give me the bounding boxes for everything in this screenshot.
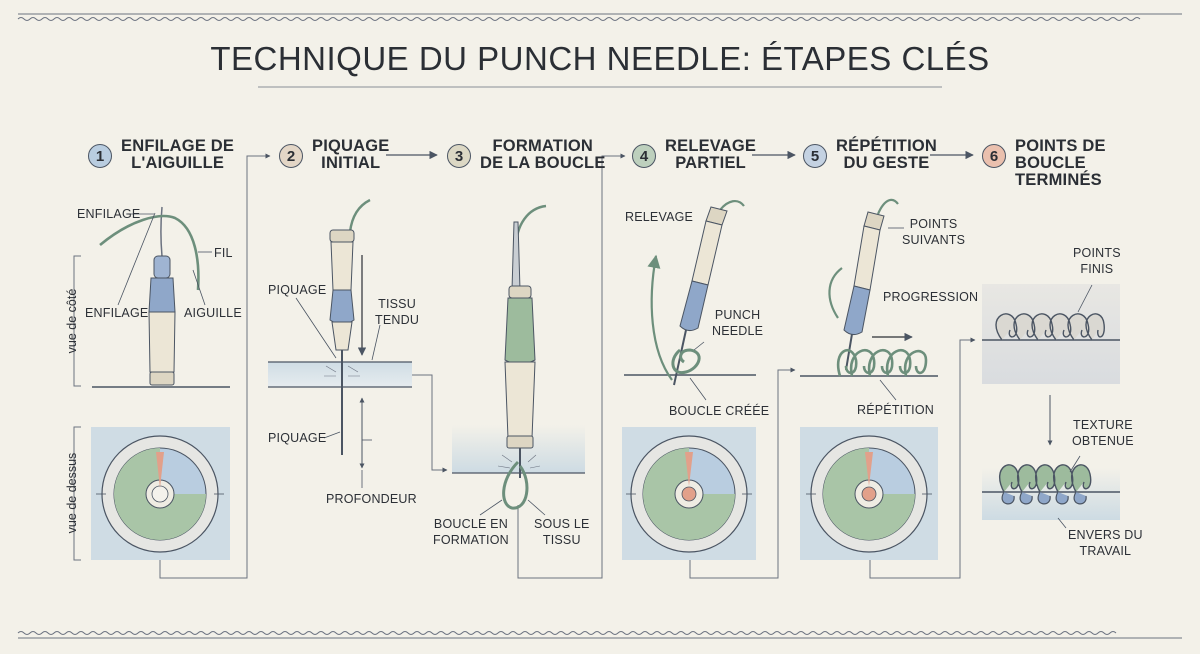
- step-2-badge: 2: [279, 144, 303, 168]
- label-points-finis: POINTS FINIS: [1073, 246, 1121, 276]
- side-view-label: vue de côté: [65, 288, 79, 354]
- step2-illustration: [268, 198, 412, 488]
- step-5-header: 5 RÉPÉTITION DU GESTE: [803, 138, 937, 172]
- step5-side-illustration: [800, 198, 938, 401]
- step6-finished-loops: [982, 284, 1120, 446]
- label-points-suivants: POINTS SUIVANTS: [902, 217, 966, 247]
- label-punch-needle: PUNCH NEEDLE: [712, 308, 764, 338]
- label-progression: PROGRESSION: [883, 290, 979, 304]
- step-5-badge: 5: [803, 144, 827, 168]
- label-piquage-bottom: PIQUAGE: [268, 431, 327, 445]
- step-4-title: RELEVAGE PARTIEL: [665, 137, 757, 172]
- label-fil: FIL: [214, 246, 233, 260]
- step-4-badge: 4: [632, 144, 656, 168]
- step-3-title: FORMATION DE LA BOUCLE: [480, 137, 606, 172]
- label-aiguille: AIGUILLE: [184, 306, 242, 320]
- step-1-header: 1 ENFILAGE DE L'AIGUILLE: [88, 138, 234, 172]
- step-6-header: 6 POINTS DE BOUCLE TERMINÉS: [982, 138, 1106, 189]
- label-profondeur: PROFONDEUR: [326, 492, 417, 506]
- top-view-label: vue de dessus: [65, 452, 79, 534]
- step5-top-view: [800, 427, 938, 560]
- step-6-title: POINTS DE BOUCLE TERMINÉS: [1015, 137, 1106, 189]
- step-6-badge: 6: [982, 144, 1006, 168]
- label-boucle-formation: BOUCLE EN FORMATION: [433, 517, 509, 547]
- step-3-badge: 3: [447, 144, 471, 168]
- step-4-header: 4 RELEVAGE PARTIEL: [632, 138, 756, 172]
- step3-illustration: [452, 204, 585, 516]
- step1-top-view: [91, 427, 230, 560]
- label-tissu-tendu: TISSU TENDU: [375, 297, 420, 327]
- page-title: TECHNIQUE DU PUNCH NEEDLE: ÉTAPES CLÉS: [210, 40, 990, 77]
- label-enfilage: ENFILAGE: [85, 306, 149, 320]
- step-1-badge: 1: [88, 144, 112, 168]
- step-2-title: PIQUAGE INITIAL: [312, 137, 390, 172]
- side-view-bracket: [73, 255, 81, 561]
- top-border: [17, 13, 1182, 21]
- label-envers-travail: ENVERS DU TRAVAIL: [1068, 528, 1143, 558]
- label-sous-tissu: SOUS LE TISSU: [534, 517, 590, 547]
- step-5-title: RÉPÉTITION DU GESTE: [836, 137, 938, 172]
- step-3-header: 3 FORMATION DE LA BOUCLE: [447, 138, 606, 172]
- label-enfilage-top: ENFILAGE: [77, 207, 141, 221]
- label-piquage-top: PIQUAGE: [268, 283, 327, 297]
- flow-connectors: [159, 153, 976, 579]
- label-texture-obtenue: TEXTURE OBTENUE: [1072, 418, 1134, 448]
- label-relevage: RELEVAGE: [625, 210, 694, 224]
- bottom-border: [17, 631, 1182, 639]
- step1-side-illustration: [92, 206, 230, 388]
- label-repetition: RÉPÉTITION: [857, 403, 935, 417]
- label-boucle-creee: BOUCLE CRÉÉE: [669, 404, 770, 418]
- step-1-title: ENFILAGE DE L'AIGUILLE: [121, 137, 235, 172]
- step-2-header: 2 PIQUAGE INITIAL: [279, 138, 390, 172]
- step6-reverse-side: [982, 455, 1120, 529]
- step4-top-view: [622, 427, 756, 560]
- step4-side-illustration: [624, 200, 756, 401]
